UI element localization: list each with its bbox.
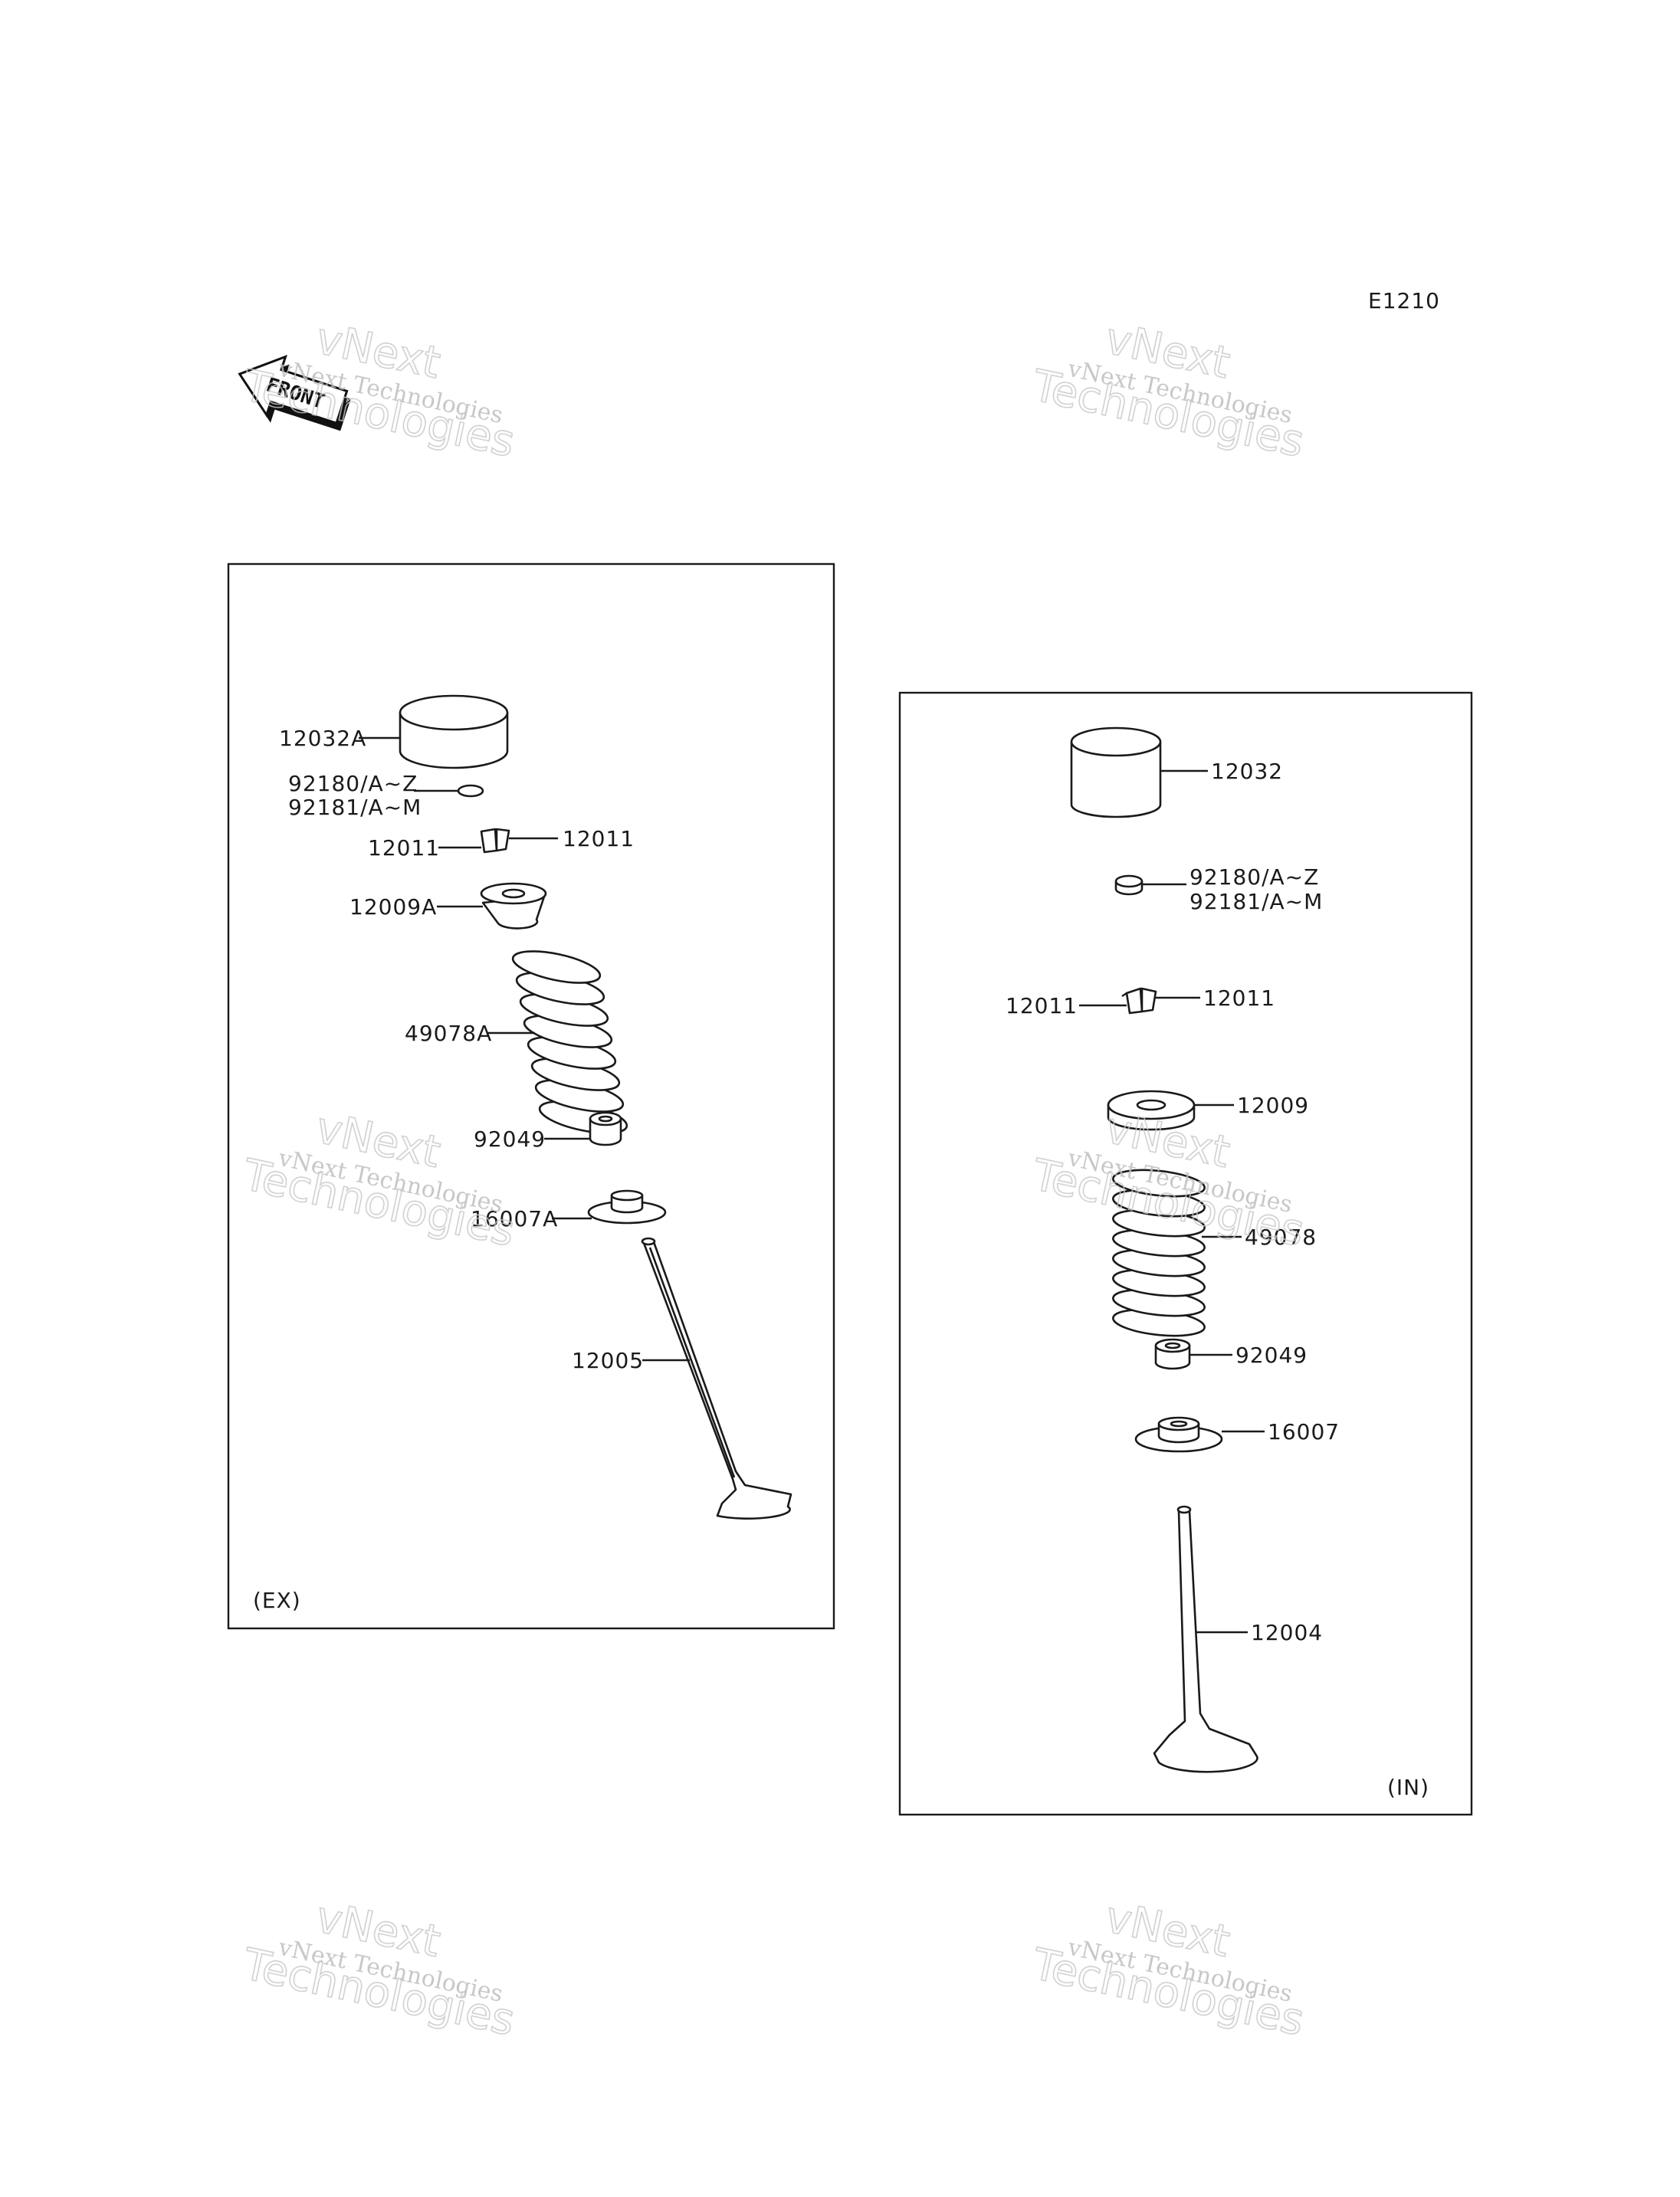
- intake-retainer: [1107, 1090, 1196, 1131]
- intake-valve: [1153, 1505, 1258, 1773]
- diagram-code: E1210: [1368, 288, 1440, 313]
- exhaust-tappet: [399, 694, 509, 769]
- intake-valve-label: 12004: [1251, 1620, 1323, 1645]
- exhaust-shim-label-b: 92181/A~M: [288, 795, 422, 820]
- exhaust-valve-label: 12005: [572, 1348, 644, 1373]
- exhaust-panel: 12032A 92180/A~Z 92181/A~M 12011 12011 1…: [227, 562, 835, 1630]
- exhaust-spring-label: 49078A: [405, 1021, 492, 1046]
- intake-shim-label-a: 92180/A~Z: [1189, 864, 1319, 890]
- spring-coil-inner: [536, 1061, 615, 1088]
- intake-panel-tag: (IN): [1387, 1775, 1429, 1800]
- intake-cotters: [1121, 987, 1157, 1015]
- exhaust-cotter-right-label: 12011: [563, 826, 635, 851]
- intake-tappet: [1070, 726, 1162, 818]
- intake-seat-label: 16007: [1268, 1419, 1340, 1444]
- spring-coil-inner: [1117, 1192, 1201, 1215]
- intake-cotter-left-label: 12011: [1006, 993, 1078, 1018]
- exhaust-spring: [511, 950, 628, 1134]
- spring-coil-inner: [1117, 1212, 1201, 1235]
- exhaust-tappet-label: 12032A: [279, 726, 366, 751]
- intake-seat: [1134, 1416, 1223, 1453]
- front-arrow-icon: FRONT: [238, 354, 351, 431]
- intake-panel-frame: [898, 691, 1473, 1816]
- intake-tappet-label: 12032: [1211, 759, 1283, 784]
- exhaust-shim: [457, 784, 484, 798]
- exhaust-seal-label: 92049: [474, 1126, 546, 1152]
- spring-coil-inner: [1117, 1172, 1201, 1195]
- spring-coil-inner: [540, 1082, 619, 1110]
- exhaust-retainer: [480, 882, 547, 930]
- spring-coil-inner: [524, 996, 604, 1024]
- spring-coil-inner: [517, 953, 596, 981]
- spring-coil-inner: [528, 1018, 608, 1045]
- spring-coil-inner: [1117, 1311, 1201, 1334]
- watermark: vNext Technologies vNext Technologies vN…: [238, 313, 1309, 2047]
- intake-shim-label-b: 92181/A~M: [1189, 889, 1323, 914]
- exhaust-seat-label: 16007A: [471, 1206, 558, 1231]
- intake-spring: [1112, 1169, 1206, 1337]
- exhaust-panel-tag: (EX): [253, 1588, 301, 1613]
- exhaust-retainer-label: 12009A: [349, 894, 437, 920]
- intake-seal-label: 92049: [1235, 1343, 1308, 1368]
- intake-retainer-label: 12009: [1237, 1093, 1309, 1118]
- spring-coil-inner: [1117, 1251, 1201, 1274]
- exhaust-cotters: [480, 828, 510, 854]
- exhaust-panel-frame: [227, 562, 835, 1630]
- spring-coil-inner: [1117, 1271, 1201, 1294]
- intake-panel: 12032 92180/A~Z 92181/A~M 12011 12011 12…: [898, 691, 1473, 1816]
- spring-coil-inner: [1117, 1231, 1201, 1254]
- exhaust-seat: [587, 1189, 667, 1225]
- intake-seal: [1154, 1338, 1191, 1370]
- spring-coil-inner: [1117, 1291, 1201, 1314]
- intake-shim: [1114, 874, 1144, 896]
- spring-coil-inner: [532, 1039, 612, 1067]
- intake-cotter-right-label: 12011: [1203, 985, 1275, 1011]
- spring-coil-inner: [520, 975, 600, 1002]
- exhaust-cotter-left-label: 12011: [368, 835, 440, 861]
- exhaust-valve: [641, 1237, 792, 1520]
- exhaust-seal: [589, 1111, 622, 1146]
- intake-spring-label: 49078: [1245, 1225, 1317, 1250]
- exhaust-shim-label-a: 92180/A~Z: [288, 771, 418, 796]
